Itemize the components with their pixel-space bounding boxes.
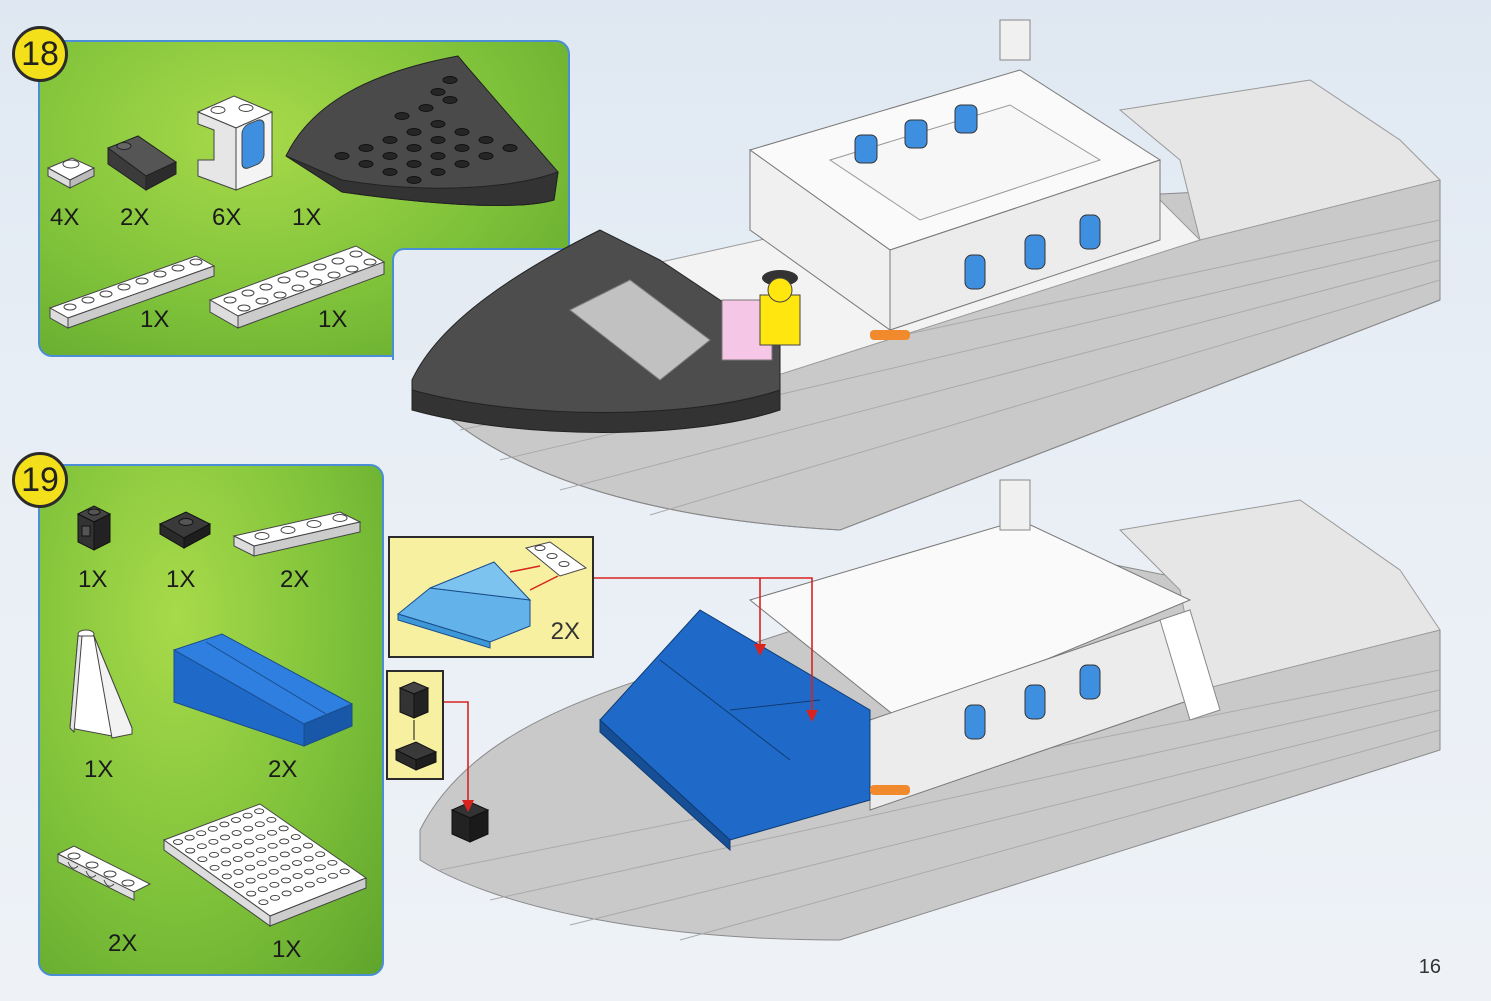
step-19-badge: 19 bbox=[12, 452, 68, 508]
white-1x4-plate-part bbox=[230, 508, 364, 558]
white-window-frame-part bbox=[194, 90, 276, 194]
step-19-qty-1: 1X bbox=[78, 566, 108, 593]
step-18-qty-2: 2X bbox=[120, 204, 150, 231]
black-1x1-clip-brick-part bbox=[74, 500, 114, 556]
step-18-qty-3: 6X bbox=[212, 204, 242, 231]
white-1x8-plate-part bbox=[46, 252, 218, 334]
step-19-qty-6: 2X bbox=[108, 930, 138, 957]
step-19-qty-2: 1X bbox=[166, 566, 196, 593]
dark-grey-bow-wedge-part bbox=[282, 52, 562, 212]
step-18-qty-4: 1X bbox=[292, 204, 322, 231]
step-18-qty-5: 1X bbox=[140, 306, 170, 333]
white-hinge-plate-part bbox=[54, 838, 154, 902]
page-number: 16 bbox=[1418, 956, 1441, 978]
callout-qty: 2X bbox=[550, 618, 580, 645]
white-1x1-plate-part bbox=[46, 150, 96, 190]
step-19-qty-5: 2X bbox=[268, 756, 298, 783]
windscreen-subassembly-callout: 2X bbox=[388, 536, 594, 658]
clip-subassembly-callout bbox=[386, 670, 444, 780]
white-slope-tower-part bbox=[60, 624, 136, 740]
blue-windscreen-slope-part bbox=[166, 630, 356, 750]
boat-step-18-assembly bbox=[400, 10, 1460, 540]
step-18-badge: 18 bbox=[12, 26, 68, 82]
step-19-qty-7: 1X bbox=[272, 936, 302, 963]
step-19-qty-4: 1X bbox=[84, 756, 114, 783]
step-18-qty-6: 1X bbox=[318, 306, 348, 333]
step-18-qty-1: 4X bbox=[50, 204, 80, 231]
black-plate-with-clip-part bbox=[156, 504, 214, 552]
white-8x8-plate-part bbox=[160, 800, 370, 930]
white-2x8-plate-part bbox=[206, 238, 388, 334]
step-19-qty-3: 2X bbox=[280, 566, 310, 593]
boat-step-19-assembly bbox=[400, 470, 1460, 980]
dark-grey-slope-part bbox=[104, 134, 180, 192]
